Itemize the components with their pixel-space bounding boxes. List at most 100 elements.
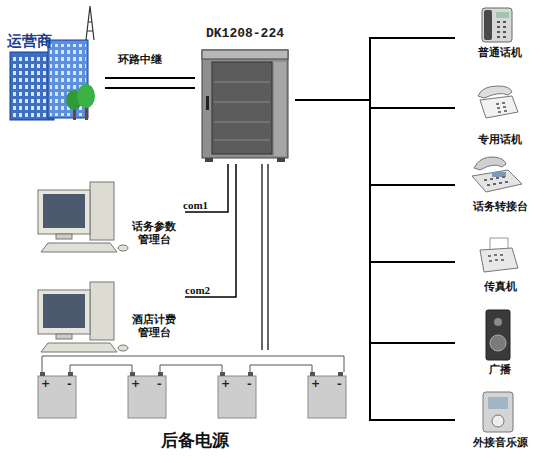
terminal-sign: + xyxy=(311,378,320,389)
antenna-tower xyxy=(86,6,94,40)
connector-label: com2 xyxy=(185,284,210,296)
operator-building xyxy=(10,6,95,120)
node-label: 普通话机 xyxy=(455,46,545,59)
battery-wire xyxy=(42,356,344,372)
battery xyxy=(38,376,76,418)
node-label: 后备电源 xyxy=(30,430,360,450)
terminal-sign: + xyxy=(131,378,140,389)
console-keys xyxy=(484,177,508,185)
computer-screen xyxy=(43,194,85,228)
cabinet-door xyxy=(212,62,272,154)
terminal-sign: - xyxy=(247,378,252,389)
building-windows xyxy=(12,56,52,118)
desk-phone-handset xyxy=(478,86,512,98)
node-label: 广播 xyxy=(455,363,545,376)
node-label: 外接音乐源 xyxy=(455,436,545,449)
connector xyxy=(262,164,268,350)
monitor-stand xyxy=(56,334,72,339)
tree xyxy=(77,84,95,108)
cabinet-foot xyxy=(277,158,285,162)
connector xyxy=(295,100,455,420)
phone-display xyxy=(496,12,509,18)
terminal-sign: - xyxy=(337,378,342,389)
cabinet-shelves xyxy=(214,82,270,140)
phone-body xyxy=(482,8,512,42)
music-device-dial xyxy=(492,415,504,427)
device-node: 话务转接台 xyxy=(455,152,545,214)
cabinet-node: DK1208-224 xyxy=(195,26,295,164)
connector xyxy=(105,78,195,88)
connector xyxy=(185,164,236,297)
computer-monitor xyxy=(38,290,90,334)
building-block xyxy=(10,52,54,120)
fax-icon xyxy=(480,238,518,272)
speaker-woofer xyxy=(490,335,506,351)
operator-node: 运营商 xyxy=(5,15,105,125)
phone-keys xyxy=(497,22,506,37)
node-label: 酒店计费 管理台 xyxy=(125,313,183,339)
mouse xyxy=(118,245,128,251)
connector xyxy=(295,100,455,108)
cabinet-side xyxy=(274,62,286,156)
battery xyxy=(308,376,346,418)
computer-monitor xyxy=(38,190,90,234)
cabinet-handle xyxy=(206,96,209,110)
device-node: 广播 xyxy=(455,306,545,378)
console-handset xyxy=(474,157,506,170)
keyboard xyxy=(41,343,117,352)
battery-terminal xyxy=(40,372,343,376)
node-label: 话务参数 管理台 xyxy=(125,220,183,246)
device-node: 专用话机 xyxy=(455,82,545,146)
battery xyxy=(218,376,256,418)
music-device-body xyxy=(483,392,513,432)
device-node: 普通话机 xyxy=(455,4,545,62)
speaker-icon xyxy=(486,310,510,360)
terminal-sign: - xyxy=(67,378,72,389)
console-body xyxy=(472,170,522,192)
fax-body xyxy=(480,248,518,272)
switch-cabinet xyxy=(202,50,288,162)
fax-keys xyxy=(488,255,504,261)
phone-handset xyxy=(484,10,492,40)
terminal-sign: + xyxy=(41,378,50,389)
computer-icon xyxy=(38,182,128,252)
desk-phone-body xyxy=(480,96,518,118)
node-label: 传真机 xyxy=(455,280,545,293)
connector xyxy=(295,100,455,343)
battery-bank xyxy=(38,356,346,418)
computer-screen xyxy=(43,294,85,328)
computer-tower xyxy=(90,282,114,340)
billing-computer-node: 酒店计费 管理台 xyxy=(30,280,185,352)
backup-power-node: 后备电源 xyxy=(30,350,360,458)
terminal-sign: - xyxy=(157,378,162,389)
connector-label: 环路中继 xyxy=(118,52,162,67)
speaker-tweeter xyxy=(494,318,502,326)
cabinet-foot xyxy=(205,158,213,162)
phone-icon xyxy=(482,8,512,42)
computer-icon xyxy=(38,282,128,352)
cabinet-body xyxy=(202,50,288,158)
connector xyxy=(295,38,455,100)
connector xyxy=(295,100,455,262)
monitor-stand xyxy=(56,234,72,239)
node-label: DK1208-224 xyxy=(195,26,295,42)
music-source-icon xyxy=(483,392,513,432)
keyboard xyxy=(41,243,117,252)
console-computer-node: 话务参数 管理台 xyxy=(30,178,185,256)
node-label: 运营商 xyxy=(7,33,67,50)
node-label: 话务转接台 xyxy=(455,200,545,213)
cabinet-top xyxy=(202,50,288,59)
connector-label: com1 xyxy=(183,199,208,211)
device-node: 外接音乐源 xyxy=(455,388,545,451)
connector xyxy=(295,100,455,185)
console-icon xyxy=(472,157,522,192)
terminal-sign: + xyxy=(221,378,230,389)
computer-tower xyxy=(90,182,114,240)
desk-phone-icon xyxy=(478,86,518,118)
mouse xyxy=(118,345,128,351)
music-device-screen xyxy=(488,397,508,409)
node-label: 专用话机 xyxy=(455,133,545,146)
